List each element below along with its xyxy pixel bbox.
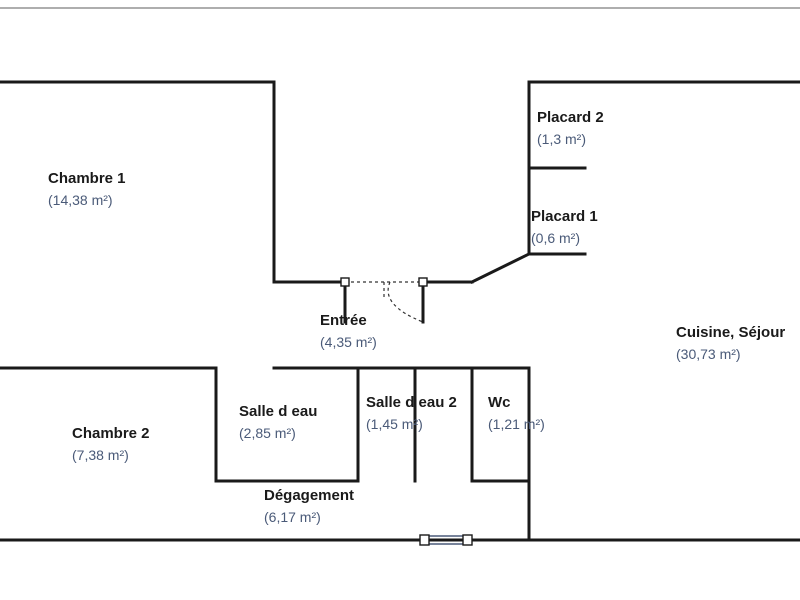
room-area: (7,38 m²): [72, 447, 129, 463]
wall-placards-left: [527, 80, 800, 256]
room-cuisine-sejour: Cuisine, Séjour (30,73 m²): [676, 324, 785, 362]
room-name: Wc: [488, 394, 511, 411]
room-chambre-1: Chambre 1 (14,38 m²): [48, 170, 126, 208]
room-wc: Wc (1,21 m²): [488, 394, 545, 432]
room-area: (1,21 m²): [488, 416, 545, 432]
room-name: Chambre 2: [72, 425, 150, 442]
door-swing-arc: [387, 281, 424, 323]
room-area: (14,38 m²): [48, 192, 113, 208]
room-name: Dégagement: [264, 487, 355, 504]
room-salle-eau: Salle d eau (2,85 m²): [239, 403, 317, 441]
room-name: Entrée: [320, 312, 367, 329]
room-degagement: Dégagement (6,17 m²): [264, 487, 354, 525]
wall-salle-eau: [214, 366, 360, 483]
room-area: (0,6 m²): [531, 230, 580, 246]
room-area: (6,17 m²): [264, 509, 321, 525]
window-knob-left: [419, 534, 430, 546]
room-area: (1,3 m²): [537, 131, 586, 147]
room-name: Placard 2: [537, 109, 604, 126]
wall-wc: [470, 366, 531, 483]
room-name: Salle d eau 2: [366, 394, 457, 411]
room-area: (2,85 m²): [239, 425, 296, 441]
room-name: Placard 1: [531, 208, 598, 225]
room-entree: Entrée (4,35 m²): [320, 312, 377, 350]
room-area: (30,73 m²): [676, 346, 741, 362]
door-hinge-right: [418, 277, 428, 287]
room-placard-2: Placard 2 (1,3 m²): [537, 109, 604, 147]
room-salle-eau-2: Salle d eau 2 (1,45 m²): [366, 394, 457, 432]
room-name: Cuisine, Séjour: [676, 324, 786, 341]
room-name: Chambre 1: [48, 170, 126, 187]
room-placard-1: Placard 1 (0,6 m²): [531, 208, 598, 246]
wall-angled: [469, 251, 532, 285]
room-name: Salle d eau: [239, 403, 318, 420]
window-knob-right: [462, 534, 473, 546]
door-hinge-left: [340, 277, 350, 287]
room-area: (4,35 m²): [320, 334, 377, 350]
wall-chambre1: [0, 80, 347, 284]
room-area: (1,45 m²): [366, 416, 423, 432]
room-chambre-2: Chambre 2 (7,38 m²): [72, 425, 150, 463]
